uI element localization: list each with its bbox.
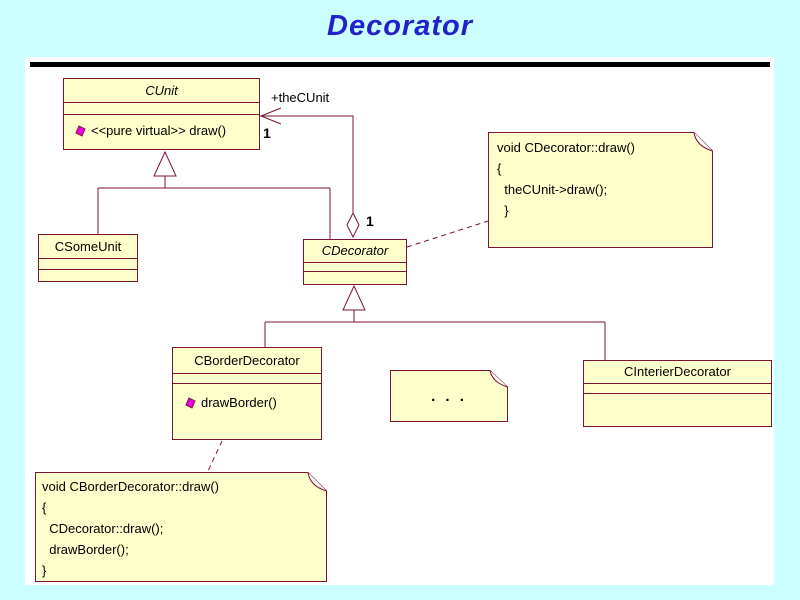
operation-label: drawBorder() (201, 395, 277, 410)
class-name-csomeunit: CSomeUnit (39, 235, 137, 259)
title-separator-bar (30, 62, 770, 67)
note-dogear-background (35, 472, 327, 582)
ellipsis-label: . . . (431, 387, 467, 405)
note-code-line: void CBorderDecorator::draw() (42, 479, 220, 494)
class-box-csomeunit: CSomeUnit (38, 234, 138, 282)
class-name-cunit: CUnit (64, 79, 259, 103)
operation-label: <<pure virtual>> draw() (91, 123, 227, 138)
operations-compartment (39, 270, 137, 281)
class-box-cdecorator: CDecorator (303, 239, 407, 285)
class-box-cunit: CUnit <<pure virtual>> draw() (63, 78, 260, 150)
note-code-line: } (42, 563, 47, 578)
attributes-compartment (64, 103, 259, 115)
operations-compartment: <<pure virtual>> draw() (64, 115, 259, 149)
attributes-compartment (173, 374, 321, 384)
operations-compartment (584, 394, 771, 426)
note-dogear-background (488, 132, 713, 248)
note-code-line: void CDecorator::draw() (497, 140, 635, 155)
class-name-cdecorator: CDecorator (304, 240, 406, 263)
class-name-cborderdecorator: CBorderDecorator (173, 348, 321, 374)
note-code-line: { (42, 500, 47, 515)
attributes-compartment (39, 259, 137, 270)
operation-icon (185, 396, 196, 409)
attributes-compartment (584, 384, 771, 394)
page-title: Decorator (327, 10, 473, 42)
class-box-cinterierdecorator: CInterierDecorator (583, 360, 772, 427)
note-dogear-background (390, 370, 508, 422)
class-box-cborderdecorator: CBorderDecorator drawBorder() (172, 347, 322, 440)
note-code-line: theCUnit->draw(); (497, 182, 608, 197)
operations-compartment (304, 272, 406, 284)
note-cborderdecorator-draw: void CBorderDecorator::draw() { CDecorat… (35, 472, 327, 582)
note-code-line: } (497, 203, 509, 218)
note-cdecorator-draw: void CDecorator::draw() { theCUnit->draw… (488, 132, 713, 248)
class-name-cinterierdecorator: CInterierDecorator (584, 361, 771, 384)
note-code-line: drawBorder(); (42, 542, 129, 557)
operations-compartment: drawBorder() (173, 384, 321, 439)
note-ellipsis: . . . (390, 370, 508, 422)
operation-icon (75, 124, 86, 137)
note-code-line: CDecorator::draw(); (42, 521, 164, 536)
association-role-label: +theCUnit (271, 90, 330, 105)
multiplicity-cunit: 1 (263, 125, 271, 141)
attributes-compartment (304, 263, 406, 272)
note-code-line: { (497, 161, 502, 176)
multiplicity-cdecorator: 1 (366, 213, 374, 229)
